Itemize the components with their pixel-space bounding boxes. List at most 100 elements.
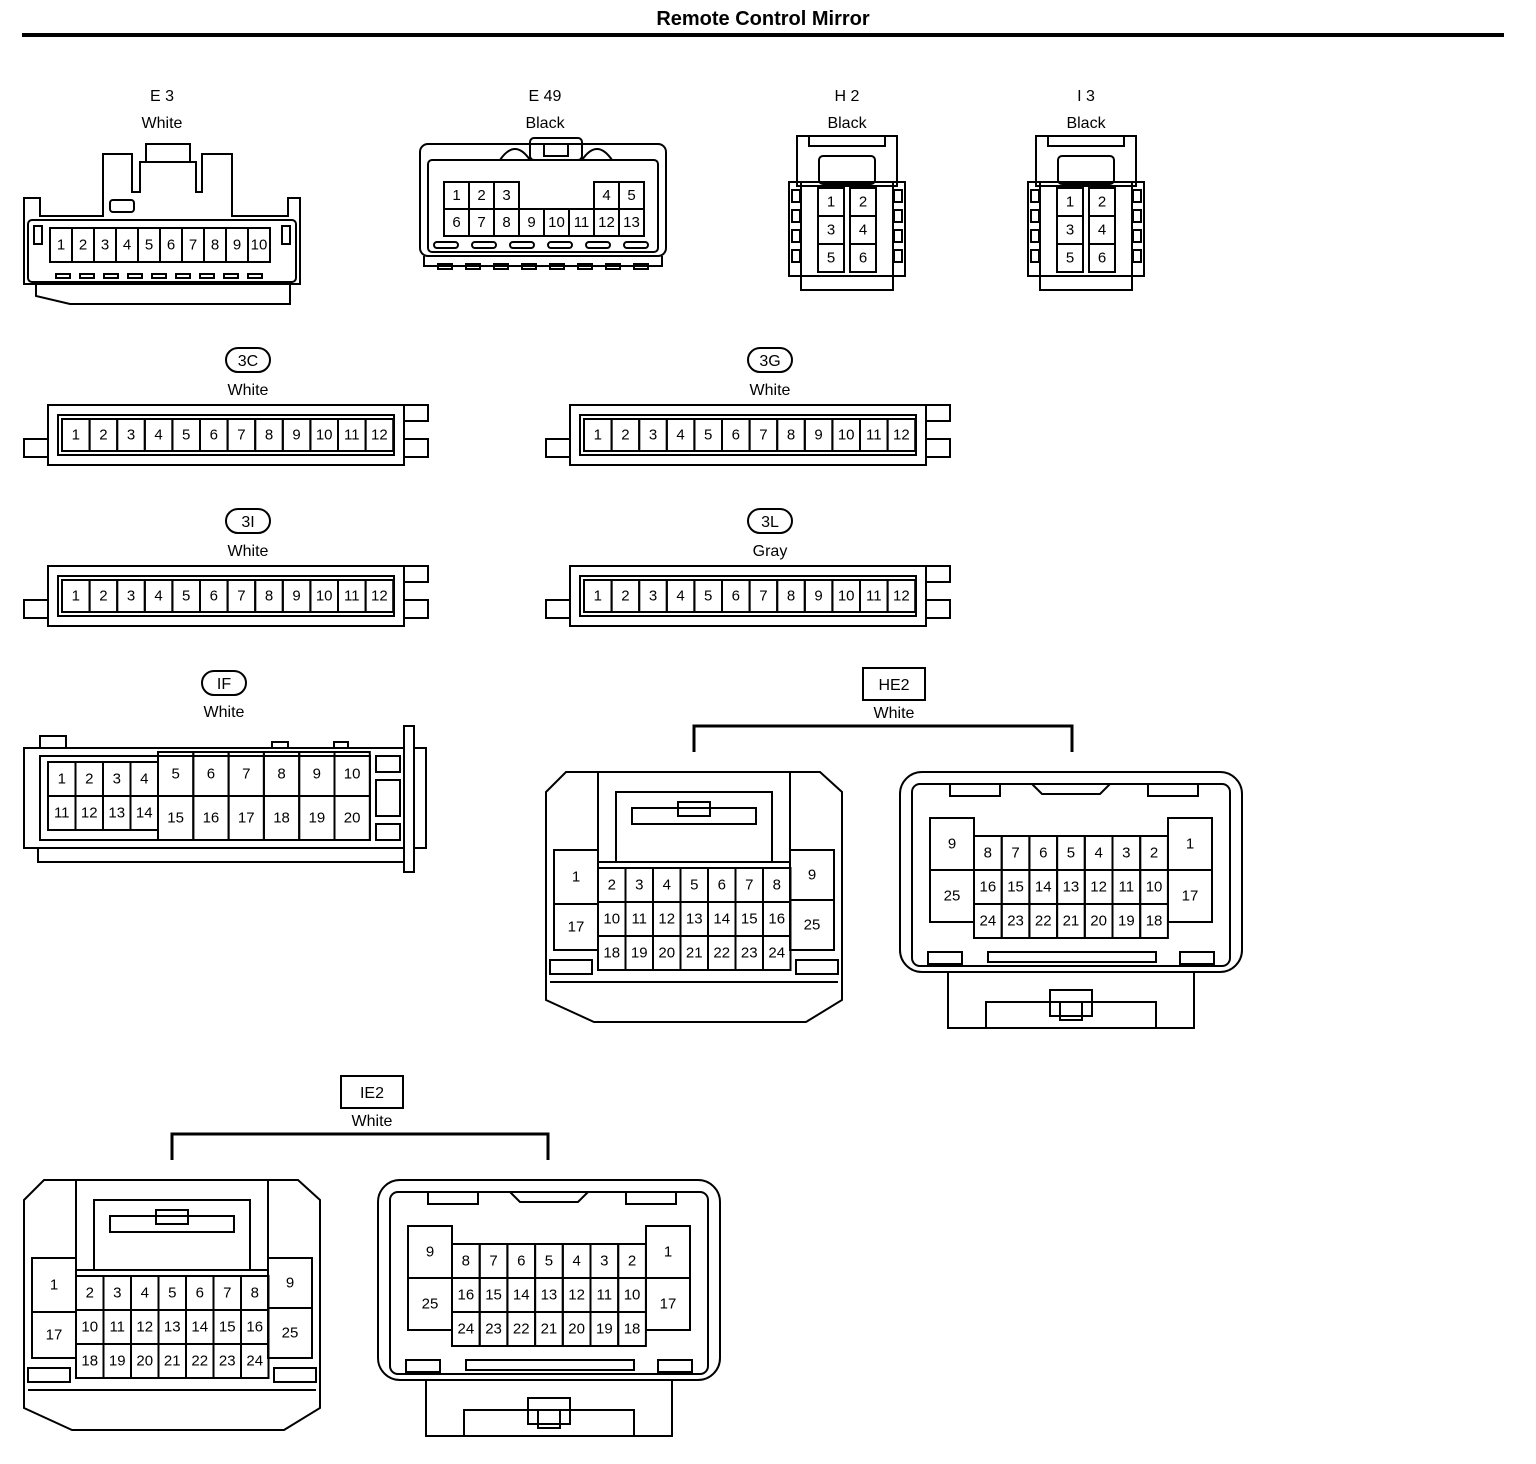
connector-outline bbox=[1027, 181, 1145, 277]
pin-cell: 6 bbox=[452, 214, 460, 231]
pin-cell: 9 bbox=[426, 1244, 434, 1261]
connector-outline bbox=[509, 1191, 589, 1203]
pin-cell: 18 bbox=[81, 1353, 98, 1370]
pin-cell: 3 bbox=[127, 427, 135, 444]
pin-cell: 5 bbox=[168, 1285, 176, 1302]
connector-outline bbox=[199, 273, 215, 279]
pin-cell: 4 bbox=[676, 588, 684, 605]
pin-cell: 1 bbox=[827, 194, 835, 211]
pin-cell: 14 bbox=[1035, 879, 1052, 896]
pin-cell: 3 bbox=[113, 1285, 121, 1302]
connector-outline bbox=[1132, 189, 1142, 203]
pin-cell: 11 bbox=[344, 427, 360, 444]
pin-cell: 9 bbox=[292, 588, 300, 605]
pin-cell: 4 bbox=[154, 588, 162, 605]
pin-cell: 21 bbox=[686, 945, 703, 962]
connector-outline bbox=[1132, 249, 1142, 263]
connector-outline bbox=[791, 209, 801, 223]
pin-cell: 7 bbox=[223, 1285, 231, 1302]
connector-outline bbox=[577, 263, 593, 270]
connector-outline bbox=[549, 959, 593, 975]
connector-code-oval bbox=[225, 347, 271, 373]
connector-outline bbox=[1031, 783, 1111, 795]
pin-cell: 7 bbox=[745, 877, 753, 894]
pin-cell: 13 bbox=[108, 805, 125, 822]
connector-outline bbox=[817, 243, 845, 273]
pin-cell: 5 bbox=[827, 250, 835, 267]
connector-outline bbox=[27, 1367, 71, 1383]
pin-cell: 20 bbox=[344, 810, 361, 827]
pin-cell: 23 bbox=[1007, 913, 1024, 930]
pin-cell: 3 bbox=[1066, 222, 1074, 239]
pin-cell: 18 bbox=[624, 1321, 641, 1338]
connector-code: I 3 bbox=[1077, 88, 1095, 105]
pin-cell: 21 bbox=[1063, 913, 1080, 930]
pin-cell: 16 bbox=[246, 1319, 263, 1336]
connector-outline bbox=[549, 263, 565, 270]
pin-cell: 14 bbox=[713, 911, 730, 928]
pin-cell: 12 bbox=[598, 214, 615, 231]
pin-cell: 7 bbox=[489, 1253, 497, 1270]
connector-outline bbox=[543, 143, 569, 157]
pin-cell: 1 bbox=[57, 237, 65, 254]
pin-cell: 2 bbox=[99, 427, 107, 444]
connector-outline bbox=[247, 227, 271, 263]
connector-outline bbox=[39, 735, 67, 749]
connector-code: 3G bbox=[759, 353, 780, 370]
connector-outline bbox=[795, 959, 839, 975]
connector-outline bbox=[947, 972, 1195, 1029]
connector-code: IE2 bbox=[360, 1085, 384, 1102]
pin-cell: 2 bbox=[477, 187, 485, 204]
connector-outline bbox=[808, 135, 886, 147]
connector-outline bbox=[375, 755, 401, 773]
connector-outline bbox=[925, 438, 951, 458]
pin-cell: 4 bbox=[602, 187, 610, 204]
connector-outline bbox=[427, 1191, 479, 1205]
pin-cell: 2 bbox=[621, 427, 629, 444]
connector-outline bbox=[657, 1359, 693, 1373]
connector-outline bbox=[893, 249, 903, 263]
connector-outline bbox=[791, 189, 801, 203]
connector-outline bbox=[1035, 135, 1137, 187]
pin-cell: 21 bbox=[541, 1321, 558, 1338]
pin-cell: 4 bbox=[676, 427, 684, 444]
connector-outline bbox=[389, 1191, 709, 1375]
connector-outline bbox=[1030, 189, 1040, 203]
connector-outline bbox=[1030, 209, 1040, 223]
connector-color: White bbox=[874, 705, 915, 722]
connector-outline bbox=[1088, 243, 1116, 273]
pin-cell: 1 bbox=[72, 588, 80, 605]
pin-cell: 7 bbox=[759, 588, 767, 605]
connector-outline bbox=[170, 1132, 550, 1160]
pin-cell: 10 bbox=[1146, 879, 1163, 896]
pin-cell: 6 bbox=[732, 588, 740, 605]
pin-cell: 10 bbox=[624, 1287, 641, 1304]
pin-cell: 20 bbox=[658, 945, 675, 962]
connector-color: White bbox=[750, 382, 791, 399]
connector-color: White bbox=[352, 1113, 393, 1130]
pin-cell: 12 bbox=[371, 588, 388, 605]
pin-cell: 6 bbox=[210, 427, 218, 444]
pin-cell: 3 bbox=[502, 187, 510, 204]
pin-cell: 20 bbox=[568, 1321, 585, 1338]
pin-cell: 25 bbox=[804, 917, 821, 934]
pin-cell: 1 bbox=[72, 427, 80, 444]
connector-outline bbox=[605, 263, 621, 270]
pin-cell: 4 bbox=[154, 427, 162, 444]
pin-cell: 2 bbox=[859, 194, 867, 211]
pin-cell: 2 bbox=[79, 237, 87, 254]
connector-outline bbox=[93, 1199, 251, 1270]
pin-cell: 17 bbox=[46, 1327, 63, 1344]
connector-color: Black bbox=[525, 115, 565, 132]
pin-cell: 1 bbox=[594, 427, 602, 444]
pin-cell: 2 bbox=[85, 771, 93, 788]
connector-outline bbox=[1056, 243, 1084, 273]
pin-cell: 3 bbox=[127, 588, 135, 605]
connector-code-oval bbox=[201, 670, 247, 696]
pin-cell: 25 bbox=[422, 1296, 439, 1313]
